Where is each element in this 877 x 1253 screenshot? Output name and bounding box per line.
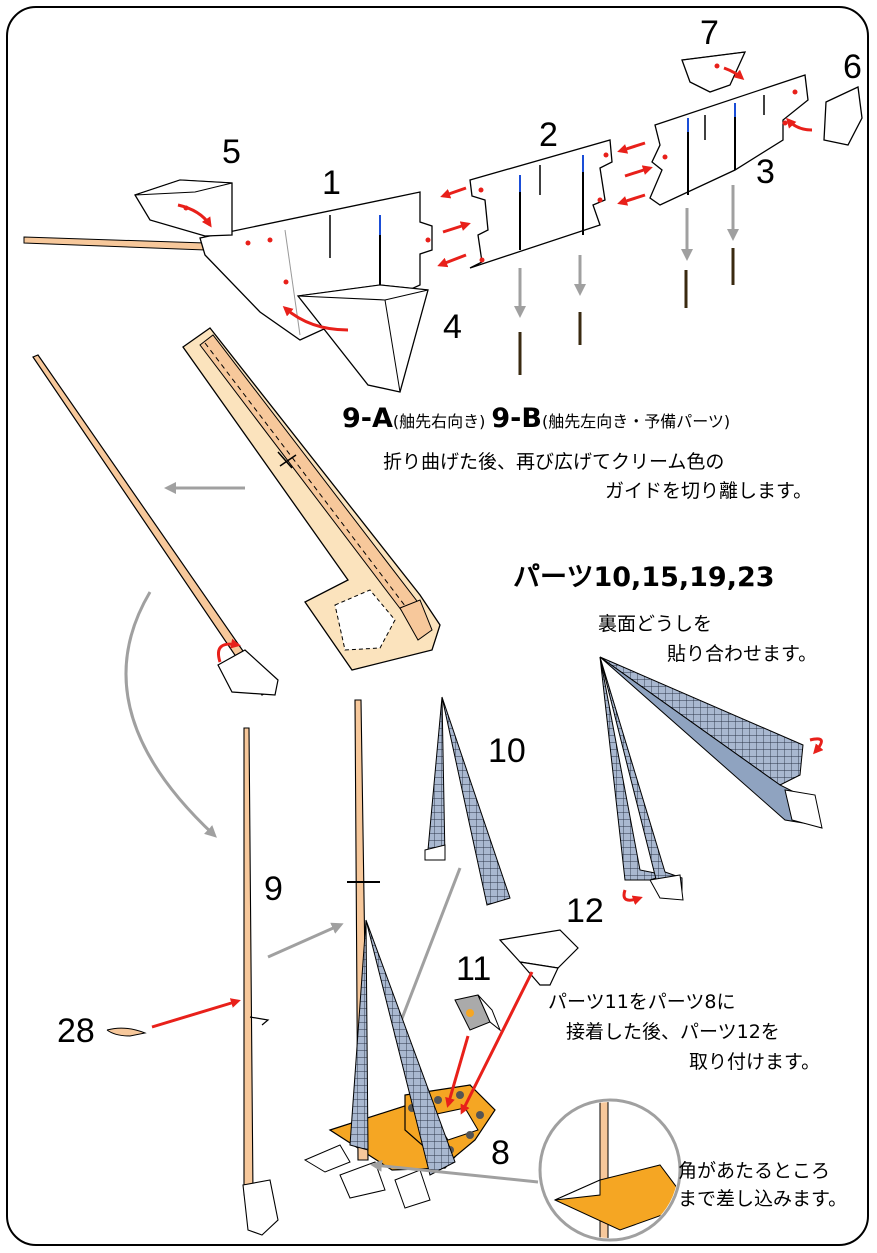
mast-stubs <box>514 185 739 375</box>
gray-arrow-sail <box>393 867 462 1038</box>
label-part-5: 5 <box>222 133 241 171</box>
part-12 <box>498 929 579 986</box>
label-part-2: 2 <box>539 116 558 154</box>
part-11 <box>454 994 502 1032</box>
red-arrow-11 <box>445 1035 470 1108</box>
sail-parts-line2: 貼り合わせます。 <box>667 643 817 665</box>
label-part-3: 3 <box>756 153 775 191</box>
hull-red-arrows <box>177 66 813 332</box>
label-part-1: 1 <box>322 164 341 202</box>
label-part-4: 4 <box>443 308 462 346</box>
mast-note-line2: ガイドを切り離します。 <box>605 480 812 502</box>
insert-note-line1: 角があたるところ <box>678 1160 830 1182</box>
label-part-10: 10 <box>488 732 526 770</box>
label-part-11: 11 <box>456 950 491 988</box>
gray-arrow-curve <box>124 591 217 838</box>
mast-9-standing <box>242 727 279 1236</box>
bowsprit <box>23 236 206 251</box>
red-arrow-12 <box>460 971 534 1115</box>
hull-part-6 <box>823 86 863 146</box>
label-part-6: 6 <box>843 48 862 86</box>
detail-magnifier <box>538 1098 682 1242</box>
label-part-7: 7 <box>700 14 719 52</box>
instruction-frame <box>6 6 869 1246</box>
hull-part-2 <box>469 139 613 269</box>
sail-parts-line1: 裏面どうしを <box>598 613 712 635</box>
mast-9-sheet <box>182 327 441 671</box>
gray-arrow-mast <box>267 922 344 959</box>
label-part-12: 12 <box>566 892 604 930</box>
part-28 <box>106 1027 147 1037</box>
attach-note-line1: パーツ11をパーツ8に <box>548 991 736 1013</box>
label-part-28: 28 <box>57 1012 95 1050</box>
gray-arrow-detail <box>370 1159 539 1184</box>
sail-assembly-large <box>599 656 824 906</box>
sail-parts-heading: パーツ10,15,19,23 <box>513 562 775 593</box>
sail-part-10 <box>424 696 511 906</box>
attach-note-line3: 取り付けます。 <box>689 1051 820 1073</box>
red-arrow-28 <box>151 998 241 1029</box>
hull-part-3 <box>649 74 809 206</box>
hull-part-4 <box>296 284 429 393</box>
hull-part-7 <box>681 51 747 93</box>
attach-note-line2: 接着した後、パーツ12を <box>566 1021 780 1043</box>
mast-note-line1: 折り曲げた後、再び広げてクリーム色の <box>383 451 724 473</box>
label-part-8: 8 <box>491 1134 510 1172</box>
mast-9-folded <box>32 354 279 696</box>
mast-note-title: 9-A(舳先右向き)9-B(舳先左向き・予備パーツ) <box>342 403 730 434</box>
label-part-9: 9 <box>264 870 283 908</box>
hull-assembly <box>23 51 863 393</box>
insert-note-line2: まで差し込みます。 <box>678 1188 847 1210</box>
